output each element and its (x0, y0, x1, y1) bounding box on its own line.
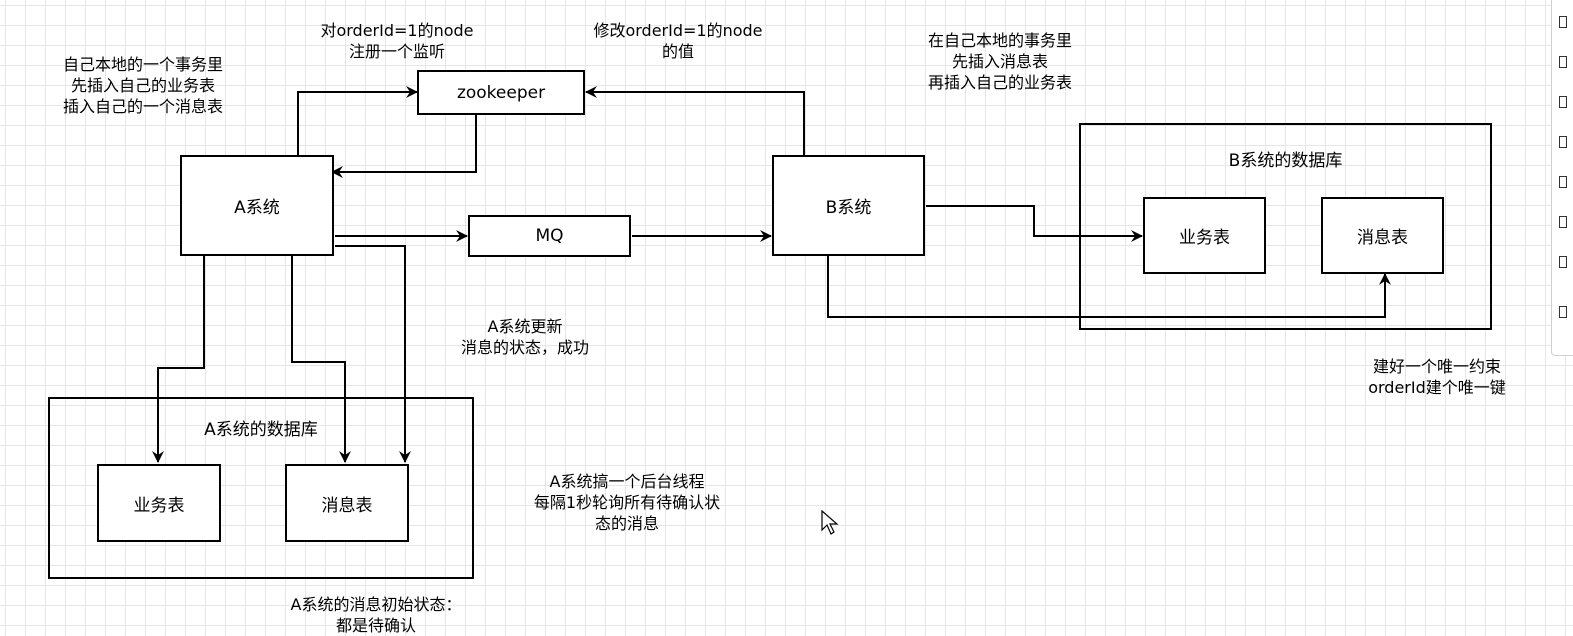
arrow-zookeeper-to-a (331, 113, 477, 178)
arrow-b-to-zookeeper (585, 86, 805, 155)
tool-icon[interactable] (1559, 16, 1567, 28)
annotation-line: 建好一个唯一约束 (1372, 357, 1501, 376)
annotation-b-local-tx: 在自己本地的事务里 先插入消息表 再插入自己的业务表 (900, 30, 1100, 93)
a-system-node[interactable]: A系统 (180, 155, 334, 256)
tool-icon[interactable] (1559, 256, 1567, 268)
a-database-container[interactable]: A系统的数据库 (48, 397, 474, 579)
annotation-line: 先插入消息表 (951, 52, 1048, 71)
b-message-table[interactable]: 消息表 (1321, 197, 1444, 274)
annotation-line: A系统更新 (487, 317, 563, 336)
annotation-line: 在自己本地的事务里 (927, 31, 1072, 50)
annotation-line: 插入自己的一个消息表 (62, 97, 223, 116)
annotation-line: orderId建个唯一键 (1368, 378, 1506, 397)
mq-label: MQ (535, 226, 564, 246)
b-business-table[interactable]: 业务表 (1143, 197, 1266, 274)
b-business-table-label: 业务表 (1179, 228, 1230, 248)
zookeeper-label: zookeeper (456, 82, 546, 103)
annotation-line: 态的消息 (594, 514, 659, 533)
arrow-b-to-business-table (926, 205, 1143, 242)
annotation-line: 修改orderId=1的node (593, 21, 763, 40)
arrow-b-to-message-table (827, 256, 1391, 318)
side-toolbar-panel[interactable] (1551, 0, 1573, 356)
annotation-line: A系统的消息初始状态： (290, 595, 462, 614)
arrow-a-to-a-message-table-1 (291, 256, 351, 463)
tool-icon[interactable] (1559, 56, 1567, 68)
annotation-modify-node: 修改orderId=1的node 的值 (566, 20, 790, 62)
b-system-label: B系统 (825, 198, 872, 218)
annotation-a-update-status: A系统更新 消息的状态，成功 (437, 316, 613, 358)
mq-node[interactable]: MQ (468, 215, 631, 257)
annotation-line: 注册一个监听 (348, 42, 445, 61)
annotation-line: 对orderId=1的node (320, 21, 474, 40)
annotation-line: 先插入自己的业务表 (70, 76, 215, 95)
annotation-line: 每隔1秒轮询所有待确认状 (533, 493, 721, 512)
a-message-table-label: 消息表 (321, 495, 373, 516)
tool-icon[interactable] (1559, 176, 1567, 188)
annotation-line: 都是待确认 (335, 616, 416, 635)
a-database-title: A系统的数据库 (204, 420, 318, 440)
tool-icon[interactable] (1559, 216, 1567, 228)
b-database-container[interactable]: B系统的数据库 (1079, 123, 1492, 330)
annotation-initial-status: A系统的消息初始状态： 都是待确认 (270, 594, 482, 636)
annotation-unique-constraint: 建好一个唯一约束 orderId建个唯一键 (1344, 356, 1530, 398)
tool-icon[interactable] (1559, 136, 1567, 148)
annotation-a-local-tx: 自己本地的一个事务里 先插入自己的业务表 插入自己的一个消息表 (28, 54, 258, 117)
tool-icon[interactable] (1559, 96, 1567, 108)
a-system-label: A系统 (234, 198, 280, 218)
arrow-a-to-a-message-table-2 (335, 245, 411, 463)
a-message-table[interactable]: 消息表 (285, 464, 409, 542)
arrow-a-to-zookeeper (297, 86, 418, 155)
annotation-register-watch: 对orderId=1的node 注册一个监听 (292, 20, 502, 62)
annotation-line: 自己本地的一个事务里 (62, 55, 223, 74)
b-database-title: B系统的数据库 (1228, 151, 1343, 171)
annotation-line: 消息的状态，成功 (460, 338, 589, 357)
arrow-a-to-a-business-table (152, 256, 205, 463)
annotation-line: 的值 (661, 42, 694, 61)
tool-icon[interactable] (1559, 306, 1567, 318)
annotation-line: 再插入自己的业务表 (927, 73, 1072, 92)
annotation-background-thread: A系统搞一个后台线程 每隔1秒轮询所有待确认状 态的消息 (498, 471, 756, 534)
zookeeper-node[interactable]: zookeeper (417, 70, 585, 115)
annotation-line: A系统搞一个后台线程 (549, 472, 705, 491)
a-business-table[interactable]: 业务表 (97, 464, 221, 542)
b-system-node[interactable]: B系统 (772, 155, 925, 256)
mouse-cursor-icon (821, 510, 839, 535)
b-message-table-label: 消息表 (1357, 228, 1408, 248)
a-business-table-label: 业务表 (133, 495, 185, 516)
